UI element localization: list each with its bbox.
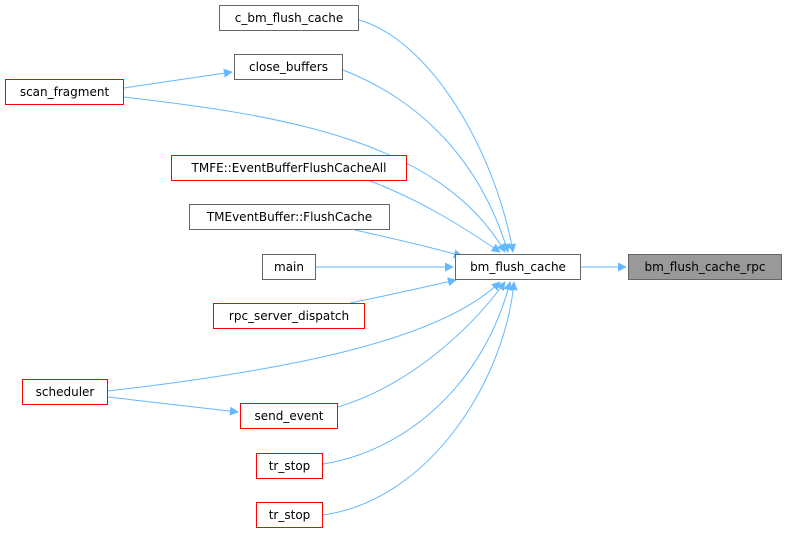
node-tmeventbuffer-flushcache[interactable]: TMEventBuffer::FlushCache — [189, 204, 390, 230]
edge-scan-fragment-to-close-buffers — [123, 68, 233, 89]
node-bm-flush-cache-rpc-focus: bm_flush_cache_rpc — [628, 254, 782, 280]
node-rpc-server-dispatch[interactable]: rpc_server_dispatch — [213, 303, 365, 329]
edge-c-bm-flush-cache-to-bm-flush-cache — [358, 19, 517, 253]
node-tr-stop-2[interactable]: tr_stop — [256, 502, 323, 528]
edge-send-event-to-bm-flush-cache — [337, 281, 506, 408]
edge-rpc-server-dispatch-to-bm-flush-cache — [349, 277, 457, 304]
node-tr-stop-1[interactable]: tr_stop — [256, 453, 323, 479]
node-c-bm-flush-cache[interactable]: c_bm_flush_cache — [219, 5, 359, 31]
edge-scheduler-to-send-event — [107, 396, 239, 416]
node-main[interactable]: main — [262, 254, 316, 280]
edge-tmeventbuffer-flushcache-to-bm-flush-cache — [354, 229, 463, 259]
node-tmfe-event-buffer-flush-cache-all[interactable]: TMFE::EventBufferFlushCacheAll — [171, 155, 407, 181]
node-close-buffers[interactable]: close_buffers — [234, 54, 343, 80]
edge-tmfe-flushall-to-bm-flush-cache — [369, 180, 501, 253]
edge-scan-fragment-to-bm-flush-cache — [123, 96, 506, 253]
node-scheduler[interactable]: scheduler — [22, 379, 108, 405]
node-send-event[interactable]: send_event — [240, 403, 338, 429]
edge-close-buffers-to-bm-flush-cache — [342, 69, 510, 253]
edge-tr-stop-1-to-bm-flush-cache — [322, 281, 513, 465]
edge-scheduler-to-bm-flush-cache — [107, 281, 501, 392]
node-scan-fragment[interactable]: scan_fragment — [5, 79, 124, 105]
edge-tr-stop-2-to-bm-flush-cache — [322, 281, 518, 516]
node-bm-flush-cache[interactable]: bm_flush_cache — [455, 254, 581, 280]
